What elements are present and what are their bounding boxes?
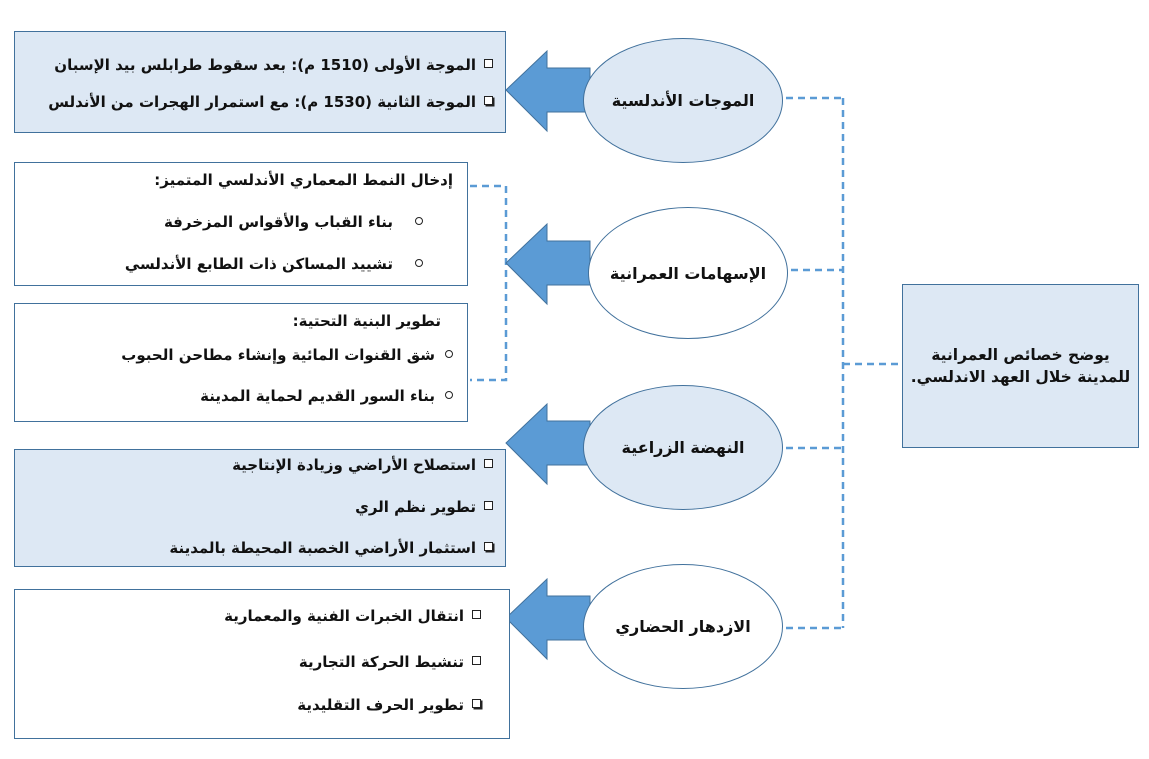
list-item: استثمار الأراضي الخصبة المحيطة بالمدينة: [25, 539, 493, 557]
civilization-box: انتقال الخبرات الفنية والمعمارية تنشيط ا…: [14, 589, 510, 739]
square-bullet-icon: [484, 59, 493, 68]
list-item: تشييد المساكن ذات الطابع الأندلسي: [25, 255, 423, 273]
node-label: الازدهار الحضاري: [615, 617, 751, 636]
list-item: شق القنوات المائية وإنشاء مطاحن الحبوب: [25, 346, 453, 364]
node-civilizational-prosperity: الازدهار الحضاري: [583, 564, 783, 689]
node-agricultural-renaissance: النهضة الزراعية: [583, 385, 783, 510]
arrow-waves: [505, 49, 591, 133]
square-bullet-icon: [472, 699, 481, 708]
waves-box: الموجة الأولى (1510 م): بعد سقوط طرابلس …: [14, 31, 506, 133]
urban-bracket: [470, 184, 508, 382]
node-urban-contributions: الإسهامات العمرانية: [588, 207, 788, 339]
square-bullet-icon: [484, 96, 493, 105]
list-item: انتقال الخبرات الفنية والمعمارية: [25, 607, 481, 625]
main-description-box: يوضح خصائص العمرانية للمدينة خلال العهد …: [902, 284, 1139, 448]
node-label: الموجات الأندلسية: [611, 91, 755, 110]
list-item: الموجة الأولى (1510 م): بعد سقوط طرابلس …: [25, 56, 493, 74]
architecture-box: إدخال النمط المعماري الأندلسي المتميز: ب…: [14, 162, 468, 286]
arrow-agri: [505, 402, 591, 486]
list-item: تطوير الحرف التقليدية: [25, 696, 481, 714]
list-item: بناء القباب والأقواس المزخرفة: [25, 213, 423, 231]
square-bullet-icon: [484, 501, 493, 510]
circle-bullet-icon: [445, 350, 453, 358]
square-bullet-icon: [484, 542, 493, 551]
list-item: تطوير نظم الري: [25, 498, 493, 516]
group-heading: إدخال النمط المعماري الأندلسي المتميز:: [154, 171, 453, 189]
main-line-1: يوضح خصائص العمرانية: [931, 346, 1110, 364]
node-label: النهضة الزراعية: [621, 438, 745, 457]
circle-bullet-icon: [415, 259, 423, 267]
square-bullet-icon: [472, 610, 481, 619]
list-item: الموجة الثانية (1530 م): مع استمرار الهج…: [25, 93, 493, 111]
square-bullet-icon: [484, 459, 493, 468]
group-heading: تطوير البنية التحتية:: [292, 312, 441, 330]
arrow-civ: [505, 577, 591, 661]
node-andalusian-waves: الموجات الأندلسية: [583, 38, 783, 163]
circle-bullet-icon: [445, 391, 453, 399]
agriculture-box: استصلاح الأراضي وزيادة الإنتاجية تطوير ن…: [14, 449, 506, 567]
arrow-urban: [505, 222, 591, 306]
circle-bullet-icon: [415, 217, 423, 225]
infrastructure-box: تطوير البنية التحتية: شق القنوات المائية…: [14, 303, 468, 422]
square-bullet-icon: [472, 656, 481, 665]
list-item: بناء السور القديم لحماية المدينة: [25, 387, 453, 405]
list-item: تنشيط الحركة التجارية: [25, 653, 481, 671]
list-item: استصلاح الأراضي وزيادة الإنتاجية: [25, 456, 493, 474]
node-label: الإسهامات العمرانية: [609, 263, 767, 283]
main-line-2: للمدينة خلال العهد الاندلسي.: [910, 368, 1131, 386]
